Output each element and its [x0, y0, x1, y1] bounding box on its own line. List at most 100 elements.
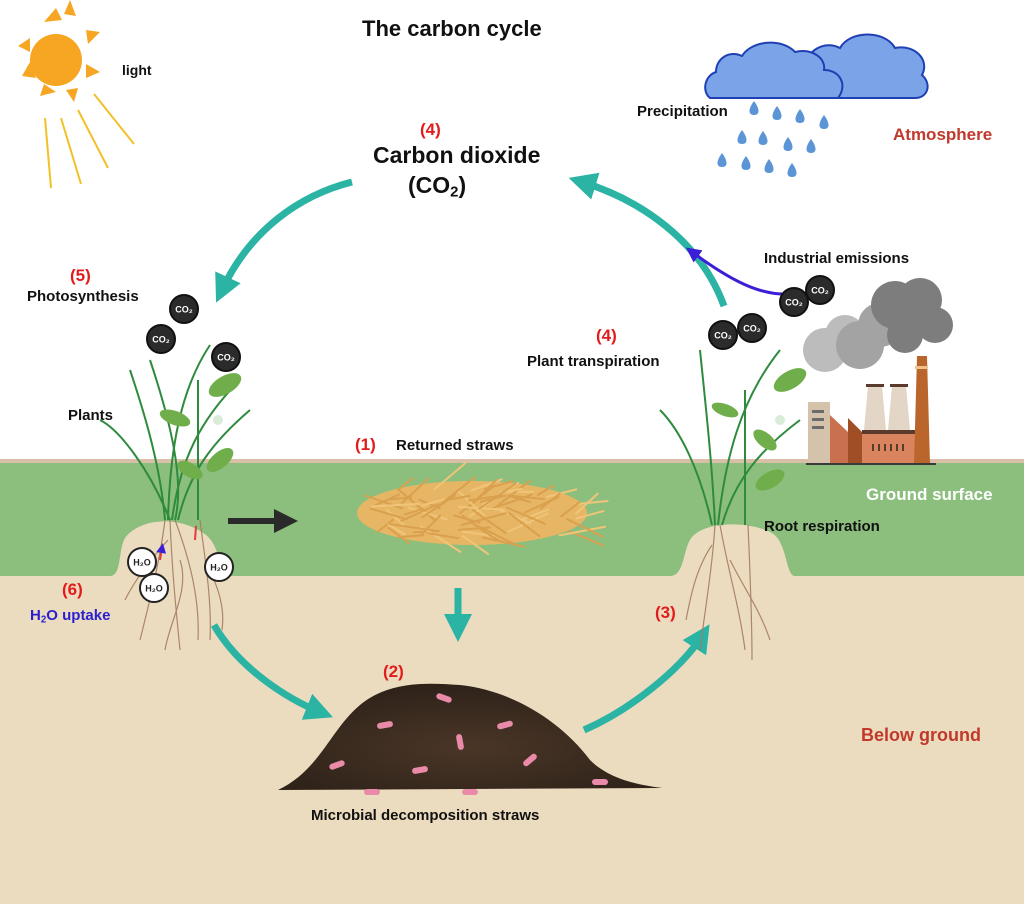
root-respiration-label: Root respiration: [764, 518, 880, 535]
straw: [427, 532, 460, 540]
microbe-icon: [523, 753, 537, 767]
plant-left: [99, 344, 251, 651]
raindrop-icon: [806, 139, 816, 153]
arrow-industrial-emissions: [685, 247, 791, 296]
straw: [539, 492, 561, 510]
ground-surface-label: Ground surface: [866, 485, 993, 504]
straw: [507, 494, 532, 504]
microbe-icon: [497, 720, 513, 730]
arrow-co2-to-photosynthesis: [215, 178, 353, 303]
raindrop-icon: [772, 106, 782, 120]
straw: [421, 498, 445, 507]
microbe-icon: [462, 789, 478, 795]
svg-text:CO₂: CO₂: [217, 353, 235, 363]
light-label: light: [122, 62, 152, 78]
straw: [479, 494, 506, 503]
straw: [468, 494, 503, 502]
straw: [397, 534, 425, 539]
straw: [472, 509, 507, 534]
h2o-molecule-icon: H₂O: [139, 573, 169, 603]
returned-straws-label: Returned straws: [396, 437, 514, 454]
co2-molecule-icon: CO₂: [169, 294, 199, 324]
straw: [536, 484, 555, 496]
svg-text:H₂O: H₂O: [210, 563, 228, 573]
co2-molecule-icon: CO₂: [737, 313, 767, 343]
straw: [400, 477, 430, 505]
svg-text:CO₂: CO₂: [714, 331, 732, 341]
raindrop-icon: [737, 130, 747, 144]
co2-molecule-icon: CO₂: [211, 342, 241, 372]
microbe-icon: [364, 789, 380, 795]
co2-step-number: (4): [420, 120, 441, 139]
straw: [460, 512, 507, 526]
straw: [574, 492, 599, 515]
microbe-icon: [377, 721, 393, 729]
co2-molecule-icon: CO₂: [805, 275, 835, 305]
straw: [507, 511, 541, 538]
straw: [400, 503, 439, 522]
straw: [573, 500, 609, 506]
straw: [481, 536, 526, 548]
raindrop-icon: [819, 115, 829, 129]
straw: [387, 523, 406, 536]
straw: [433, 462, 467, 491]
straw: [398, 489, 437, 522]
microbe-icon: [592, 779, 608, 785]
diagram-title: The carbon cycle: [362, 16, 542, 41]
h2o-molecule-icon: H₂O: [204, 552, 234, 582]
straw: [510, 494, 545, 501]
h2o-uptake-label: H2O uptake: [30, 607, 110, 625]
co2-molecule-icon: CO₂: [146, 324, 176, 354]
h2o-uptake-suffix: O uptake: [46, 607, 111, 624]
arrow-decomposition-to-roots: [582, 624, 710, 734]
microbe-icon: [456, 734, 464, 750]
straw: [457, 526, 491, 531]
co2-formula-open: (CO: [408, 172, 451, 198]
straw: [419, 514, 442, 537]
straw: [419, 525, 462, 553]
h2o-molecule-icon: H₂O: [127, 547, 157, 577]
ground-top-border: [0, 459, 1024, 463]
returned-straws-step-number: (1): [355, 435, 376, 454]
raindrop-icon: [795, 109, 805, 123]
roots-right: [685, 524, 771, 661]
microbe-icon: [329, 760, 345, 770]
straw: [369, 507, 408, 521]
industrial-emissions-label: Industrial emissions: [764, 250, 910, 267]
cloud-icon: [704, 33, 929, 99]
factory-icon: [803, 278, 953, 465]
co2-formula: (CO2): [408, 172, 466, 201]
straw: [560, 501, 581, 518]
microbe-icon: [436, 693, 452, 703]
precipitation-drops: [717, 101, 829, 177]
photosynthesis-step-number: (5): [70, 266, 91, 285]
h2o-uptake-prefix: H: [30, 607, 41, 624]
straw: [507, 512, 549, 533]
straw: [558, 525, 607, 537]
svg-text:CO₂: CO₂: [152, 335, 170, 345]
svg-text:CO₂: CO₂: [785, 298, 803, 308]
cycle-arrows: [210, 172, 728, 734]
co2-formula-close: ): [458, 172, 467, 198]
h2o-uptake-sub: 2: [40, 614, 47, 626]
straw: [461, 514, 481, 530]
straw: [370, 502, 421, 508]
raindrop-icon: [749, 101, 759, 115]
straw: [373, 493, 400, 507]
co2-title: Carbon dioxide: [373, 142, 541, 168]
raindrop-icon: [758, 131, 768, 145]
raindrop-icon: [764, 159, 774, 173]
straw: [438, 475, 476, 507]
plant-transpiration-label: Plant transpiration: [527, 353, 660, 370]
co2-molecule-icon: CO₂: [708, 320, 738, 350]
straw: [386, 509, 406, 527]
raindrop-icon: [787, 163, 797, 177]
straw: [462, 535, 489, 555]
raindrop-icon: [783, 137, 793, 151]
arrow-roots-to-decomposition: [210, 623, 333, 720]
plant-right: [659, 349, 807, 661]
straw: [376, 518, 395, 534]
